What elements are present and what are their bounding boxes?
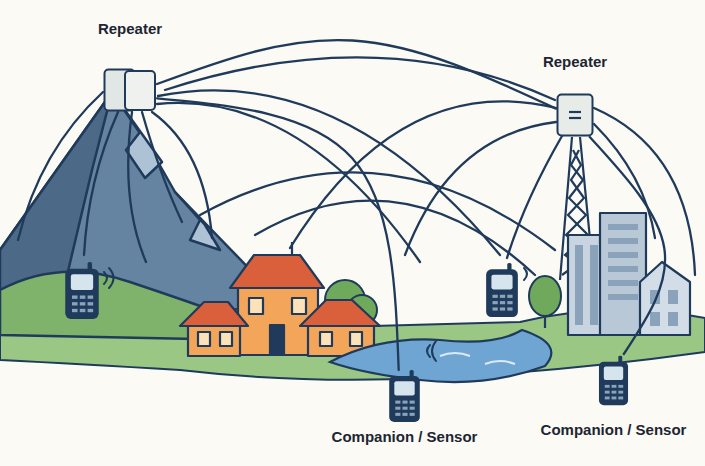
radio-link: [157, 40, 556, 109]
device-outline: [598, 354, 629, 408]
device-outline: [556, 93, 594, 137]
radio-arcs: [18, 57, 695, 275]
node-label: Repeater: [98, 20, 162, 38]
houses: [180, 242, 380, 356]
companion-device: Companion / Sensor: [598, 354, 629, 408]
node-label: Repeater: [543, 53, 607, 71]
node-label: Companion / Sensor: [332, 428, 478, 446]
buildings: [568, 213, 690, 335]
handset-device: [486, 263, 518, 317]
device-outline: [388, 370, 421, 423]
companion-device: Companion / Sensor: [388, 370, 421, 423]
device-outline: [103, 68, 157, 112]
node-label: Companion / Sensor: [541, 421, 687, 439]
device-name: Companion / Sensor: [332, 428, 478, 446]
device-name: Companion / Sensor: [541, 421, 687, 439]
signal-waves: [104, 268, 527, 361]
tree: [529, 276, 561, 328]
river: [330, 330, 551, 382]
radio-link: [157, 98, 399, 370]
handset-device: [65, 262, 98, 319]
device-name: Repeater: [98, 20, 162, 38]
device-name: Repeater: [543, 53, 607, 71]
mountains: [0, 92, 265, 340]
repeater-unit: Repeater: [103, 68, 157, 112]
repeater-unit: Repeater: [556, 93, 594, 137]
radio-link: [590, 137, 665, 354]
